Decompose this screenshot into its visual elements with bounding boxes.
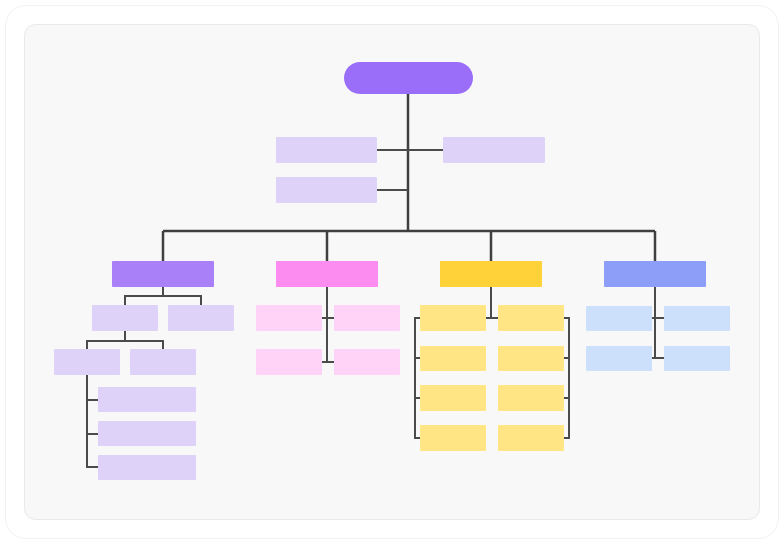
purple-child-2-node[interactable] <box>168 305 234 331</box>
yellow-child-5-node[interactable] <box>420 385 486 411</box>
blue-branch-header-node[interactable] <box>604 261 706 287</box>
pink-child-4-node[interactable] <box>334 349 400 375</box>
pink-branch-header-node[interactable] <box>276 261 378 287</box>
pink-child-1-node[interactable] <box>256 305 322 331</box>
blue-child-4-node[interactable] <box>664 346 730 371</box>
note-right-node[interactable] <box>443 137 545 163</box>
note-left-bottom-node[interactable] <box>276 177 377 203</box>
purple-list-item-1-node[interactable] <box>98 387 196 412</box>
purple-child-3-node[interactable] <box>54 349 120 375</box>
pink-child-2-node[interactable] <box>334 305 400 331</box>
note-left-top-node[interactable] <box>276 137 377 163</box>
yellow-child-6-node[interactable] <box>498 385 564 411</box>
yellow-child-8-node[interactable] <box>498 425 564 451</box>
purple-list-item-2-node[interactable] <box>98 421 196 446</box>
purple-branch-header-node[interactable] <box>112 261 214 287</box>
purple-child-4-node[interactable] <box>130 349 196 375</box>
yellow-branch-header-node[interactable] <box>440 261 542 287</box>
blue-child-1-node[interactable] <box>586 306 652 331</box>
yellow-child-4-node[interactable] <box>498 346 564 371</box>
purple-child-1-node[interactable] <box>92 305 158 331</box>
blue-child-3-node[interactable] <box>586 346 652 371</box>
pink-child-3-node[interactable] <box>256 349 322 375</box>
root-topic-node[interactable] <box>344 62 473 94</box>
yellow-child-3-node[interactable] <box>420 346 486 371</box>
yellow-child-7-node[interactable] <box>420 425 486 451</box>
yellow-child-2-node[interactable] <box>498 305 564 331</box>
yellow-child-1-node[interactable] <box>420 305 486 331</box>
purple-list-item-3-node[interactable] <box>98 455 196 480</box>
blue-child-2-node[interactable] <box>664 306 730 331</box>
